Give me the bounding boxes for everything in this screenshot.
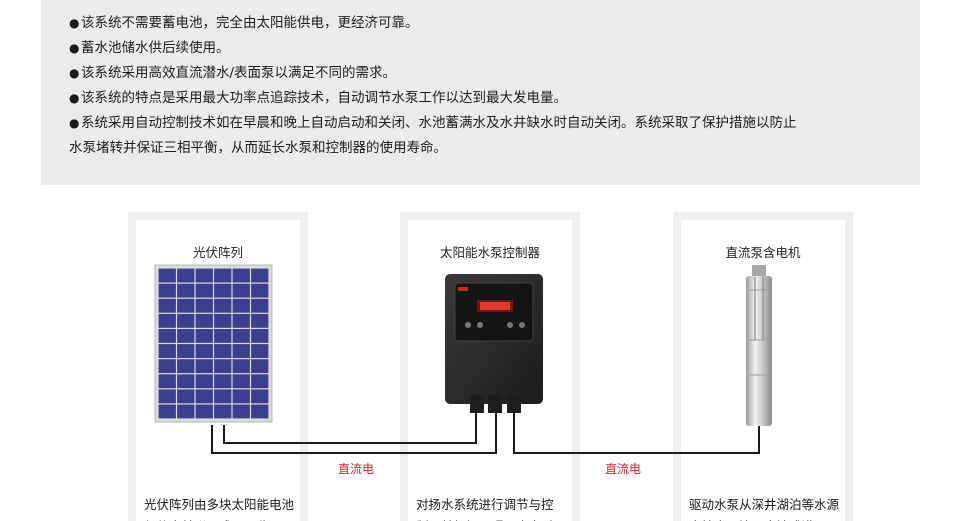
dc-current-label: 直流电 xyxy=(605,462,642,476)
bullet-icon: ● xyxy=(69,91,80,105)
info-box: ●该系统不需要蓄电池，完全由太阳能供电，更经济可靠。 ●蓄水池储水供后续使用。 … xyxy=(41,0,920,185)
feature-item: ●该系统的特点是采用最大功率点追踪技术，自动调节水泵工作以达到最大发电量。 xyxy=(69,86,797,111)
pump-description: 驱动水泵从深井湖泊等水源中抽水，注入水池或灌 xyxy=(689,497,840,521)
pv-array-panel: 光伏阵列 光伏阵列由多块太阳能电池组件串并联而成，吸收 xyxy=(128,212,308,521)
bullet-icon: ● xyxy=(69,116,80,130)
controller-title: 太阳能水泵控制器 xyxy=(439,245,540,260)
bullet-icon: ● xyxy=(69,16,80,30)
pv-array-title: 光伏阵列 xyxy=(192,245,243,260)
feature-item: ●系统采用自动控制技术如在早晨和晚上自动启动和关闭、水池蓄满水及水井缺水时自动关… xyxy=(69,111,797,161)
feature-list: ●该系统不需要蓄电池，完全由太阳能供电，更经济可靠。 ●蓄水池储水供后续使用。 … xyxy=(69,11,797,161)
controller-panel-inner: 太阳能水泵控制器 对扬水系统进行调节与控制，并根据日照强度实时 xyxy=(408,220,572,521)
pump-panel: 直流泵含电机 驱动水泵从深井湖泊等水源中抽水，注入水池或灌 xyxy=(673,212,853,521)
pump-panel-inner: 直流泵含电机 驱动水泵从深井湖泊等水源中抽水，注入水池或灌 xyxy=(681,220,845,521)
feature-item: ●该系统不需要蓄电池，完全由太阳能供电，更经济可靠。 xyxy=(69,11,797,36)
feature-item: ●蓄水池储水供后续使用。 xyxy=(69,36,797,61)
controller-panel: 太阳能水泵控制器 对扬水系统进行调节与控制，并根据日照强度实时 xyxy=(400,212,580,521)
pump-title: 直流泵含电机 xyxy=(725,245,801,260)
bullet-icon: ● xyxy=(69,41,80,55)
dc-current-label: 直流电 xyxy=(338,462,375,476)
pv-array-description: 光伏阵列由多块太阳能电池组件串并联而成，吸收 xyxy=(144,497,295,521)
feature-item-continuation: 水泵堵转并保证三相平衡，从而延长水泵和控制器的使用寿命。 xyxy=(69,140,447,156)
feature-item: ●该系统采用高效直流潜水/表面泵以满足不同的需求。 xyxy=(69,61,797,86)
pv-array-panel-inner: 光伏阵列 光伏阵列由多块太阳能电池组件串并联而成，吸收 xyxy=(136,220,300,521)
bullet-icon: ● xyxy=(69,66,80,80)
controller-description: 对扬水系统进行调节与控制，并根据日照强度实时 xyxy=(416,497,554,521)
